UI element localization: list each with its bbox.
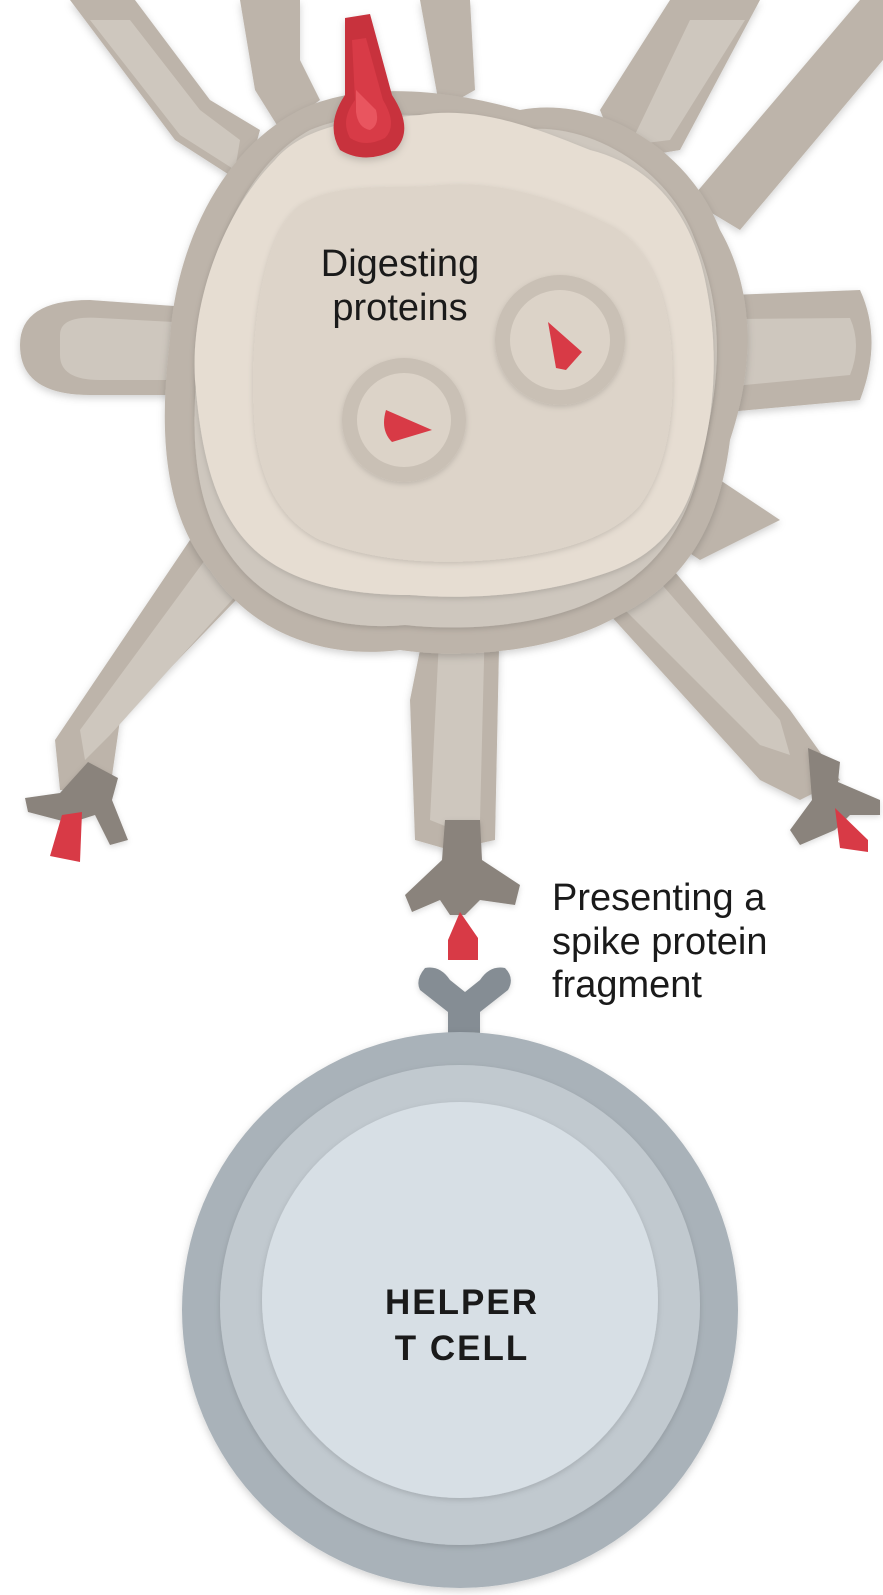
digesting-label-line-2: proteins [300,287,500,331]
vesicle-right [495,275,625,405]
presenting-label-line-1: Presenting a [552,877,872,921]
t-cell-label-line-2: T CELL [342,1326,582,1372]
vesicle-left [342,358,466,482]
presenting-fragment-label: Presenting a spike protein fragment [552,877,872,1008]
digesting-proteins-label: Digesting proteins [300,243,500,330]
presenting-label-line-2: spike protein [552,921,872,965]
presenting-label-line-3: fragment [552,964,872,1008]
t-cell-label-line-1: HELPER [342,1280,582,1326]
digesting-label-line-1: Digesting [300,243,500,287]
helper-t-cell-label: HELPER T CELL [342,1280,582,1371]
dendritic-cell [20,0,883,960]
helper-t-cell [182,968,738,1589]
spike-protein-icon [334,14,405,158]
